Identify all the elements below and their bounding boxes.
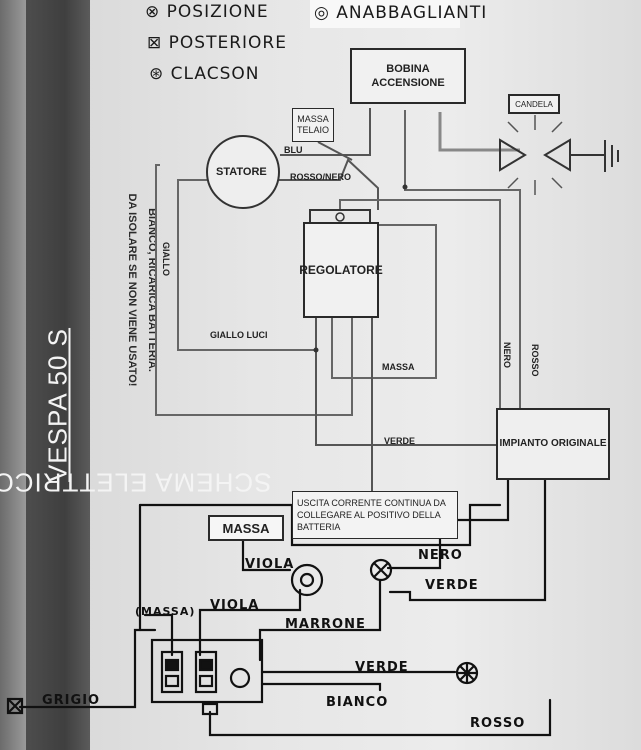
wire-rosso-nero xyxy=(270,158,379,210)
wire-label-giallo: GIALLO xyxy=(161,242,171,276)
regolatore-box: REGOLATORE xyxy=(299,222,383,318)
legend-clacson: ⊛ CLACSON xyxy=(149,64,260,84)
candela-label: CANDELA xyxy=(508,94,560,114)
wire-regolatore-top xyxy=(339,199,501,408)
legend-posizione: ⊗ POSIZIONE xyxy=(145,2,269,22)
hand-label-rosso: ROSSO xyxy=(470,716,526,731)
wire-label-blu: BLU xyxy=(284,145,303,155)
hand-label-grigio: GRIGIO xyxy=(42,693,101,708)
hand-label-verde2: VERDE xyxy=(355,660,409,675)
posteriore-lamp xyxy=(6,697,24,715)
wire-hand-grigio xyxy=(18,628,157,709)
statore-circle xyxy=(206,135,280,209)
hand-label-viola: VIOLA xyxy=(245,557,295,572)
wire-label-rosso: ROSSO xyxy=(530,344,540,377)
wire-label-verde: VERDE xyxy=(384,436,416,446)
hand-label-marrone: MARRONE xyxy=(285,617,366,632)
wire-hand-viola xyxy=(198,588,302,657)
hand-label-bianco: BIANCO xyxy=(326,695,389,710)
posizione-lamp xyxy=(369,558,393,582)
wire-hand-massa xyxy=(241,533,292,572)
wire-bobina-down xyxy=(404,110,521,408)
wire-massa-telaio xyxy=(317,141,353,161)
bobina-accensione-box: BOBINA ACCENSIONE xyxy=(350,48,466,104)
uscita-corrente-box: USCITA CORRENTE CONTINUA DA COLLEGARE AL… xyxy=(292,491,458,539)
anabbaglianti-lamp xyxy=(290,563,324,597)
legend-anabbaglianti: ◎ ANABBAGLIANTI xyxy=(314,3,488,23)
wire-label-rosso-nero: ROSSO/NERO xyxy=(290,172,352,182)
page-edge xyxy=(0,0,26,750)
hand-label-massa-paren: (MASSA) xyxy=(135,605,196,618)
wire-hand-massa-box xyxy=(143,613,174,657)
wire-hand-bianco xyxy=(260,682,382,692)
wire-label-giallo-luci: GIALLO LUCI xyxy=(210,330,268,340)
wire-massa xyxy=(331,224,437,379)
wire-hand-outer xyxy=(138,503,502,547)
legend-posteriore: ⊠ POSTERIORE xyxy=(147,33,287,53)
legend-highlight xyxy=(310,0,460,28)
wire-blu xyxy=(280,108,371,156)
wire-bobina-candela xyxy=(438,112,520,152)
hand-label-verde: VERDE xyxy=(425,578,479,593)
wire-label-massa: MASSA xyxy=(382,362,415,372)
wire-verde xyxy=(315,318,498,446)
wire-hand-verde xyxy=(388,476,547,602)
switch-block xyxy=(150,638,264,716)
wire-giallo-2 xyxy=(155,164,353,416)
hand-label-viola2: VIOLA xyxy=(210,598,260,613)
title-band xyxy=(26,0,90,750)
wire-label-nero: NERO xyxy=(502,342,512,369)
statore-label: STATORE xyxy=(216,166,267,178)
wire-hand-rosso xyxy=(208,698,552,737)
candela-symbol xyxy=(499,115,619,195)
massa-telaio-label: MASSA TELAIO xyxy=(292,108,334,142)
wire-hand-marrone xyxy=(258,578,382,662)
wire-giallo xyxy=(177,179,315,351)
impianto-originale-box: IMPIANTO ORIGINALE xyxy=(496,408,610,480)
hand-label-nero: NERO xyxy=(418,548,463,563)
massa-hand-box: MASSA xyxy=(208,515,284,541)
